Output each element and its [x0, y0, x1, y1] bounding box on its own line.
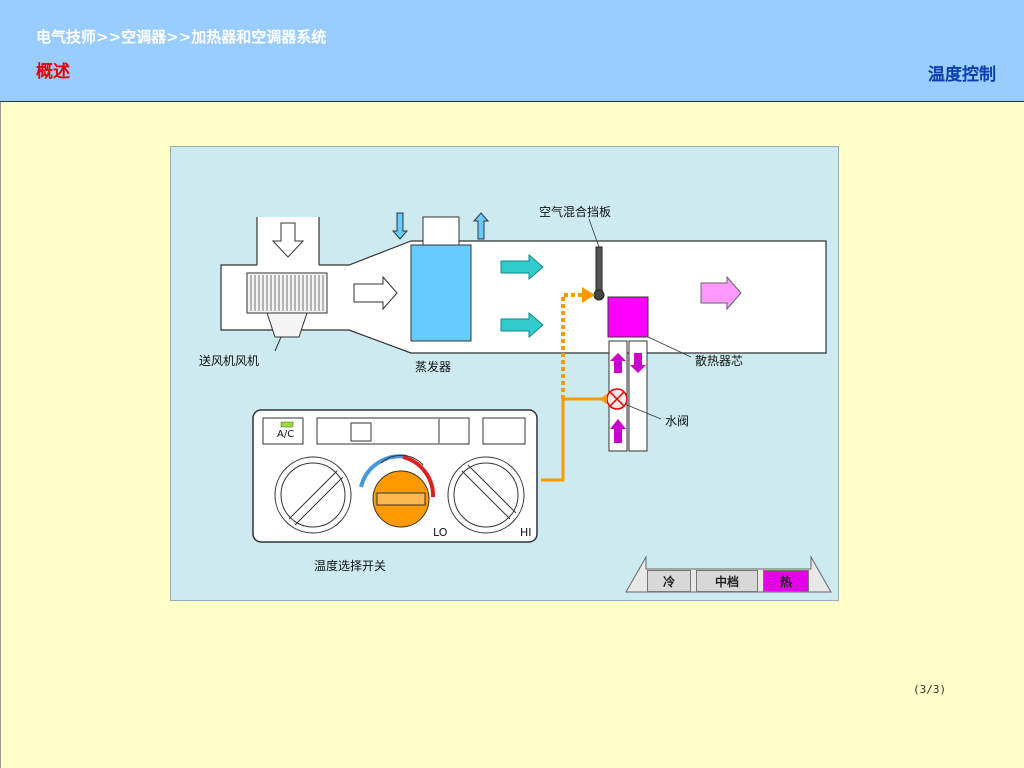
temp-switch-label: 温度选择开关: [314, 559, 387, 573]
air-mix-damper: [593, 246, 605, 301]
section-title: 概述: [36, 62, 70, 82]
warm-air-arrow-icon: [700, 275, 742, 311]
airflow-arrow-icon: [353, 275, 398, 311]
diagram-panel: 空气混合挡板 送风机风机 蒸发器 散热器芯 水阀 温度选择开关 A/C LO H…: [170, 146, 839, 601]
hi-label: HI: [520, 526, 532, 539]
damper-label: 空气混合挡板: [539, 205, 612, 219]
mode-cold-button[interactable]: 冷: [647, 570, 691, 592]
heater-core-label: 散热器芯: [695, 354, 744, 368]
header-bar: 电气技师>>空调器>>加热器和空调器系统 概述 温度控制: [0, 0, 1024, 102]
cool-air-arrow-icon: [500, 311, 544, 339]
breadcrumb[interactable]: 电气技师>>空调器>>加热器和空调器系统: [36, 28, 327, 46]
blower-label: 送风机风机: [199, 354, 260, 368]
page-title: 温度控制: [928, 65, 996, 85]
air-duct: [220, 217, 827, 354]
frame-border: [0, 102, 1, 768]
blower-fan-icon: [246, 272, 328, 352]
hvac-diagram: [220, 212, 832, 593]
control-cable: [541, 287, 607, 482]
coolant-in-arrow-icon: [391, 212, 409, 240]
mode-hot-button[interactable]: 热: [763, 570, 809, 592]
intake-arrow-icon: [271, 222, 305, 258]
heater-core: [607, 296, 649, 338]
water-valve-icon: [606, 388, 628, 410]
coolant-out-arrow-icon: [472, 212, 490, 240]
evaporator-label: 蒸发器: [415, 360, 452, 374]
control-panel: [252, 409, 538, 543]
page-number: (3/3): [913, 683, 947, 696]
cool-air-arrow-icon: [500, 253, 544, 281]
mode-mid-button[interactable]: 中档: [696, 570, 758, 592]
water-valve-label: 水阀: [665, 414, 690, 428]
lo-label: LO: [433, 526, 448, 539]
ac-label: A/C: [277, 429, 295, 440]
evaporator-core: [410, 216, 472, 342]
